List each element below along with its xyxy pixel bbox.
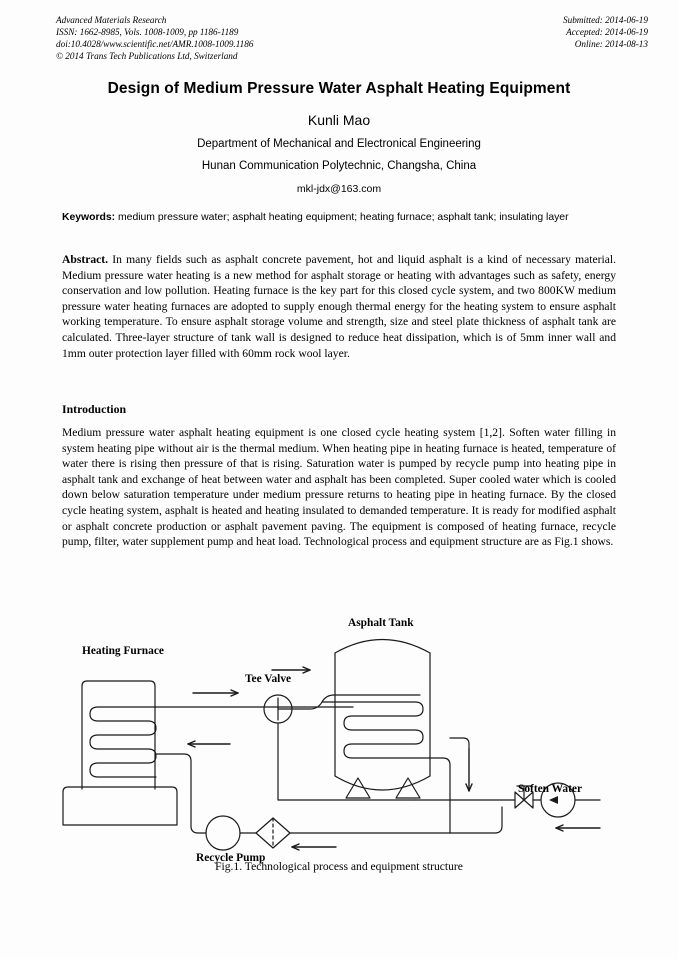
figure-1: Heating Furnace Asphalt Tank Tee Valve R… [0, 606, 678, 886]
journal-header-left: Advanced Materials Research ISSN: 1662-8… [56, 14, 253, 62]
section-heading-introduction: Introduction [62, 402, 127, 416]
figure-caption: Fig.1. Technological process and equipme… [215, 860, 463, 873]
label-tee-valve: Tee Valve [245, 673, 291, 685]
tank-dome-top [334, 639, 431, 654]
tee-valve-drop-leg [277, 722, 416, 801]
flow-arrow-return-left [291, 843, 337, 851]
abstract-block: Abstract. In many fields such as asphalt… [62, 252, 616, 361]
tank-leg-right [395, 777, 421, 799]
furnace-base [62, 786, 178, 826]
soften-water-valve-symbol [514, 791, 534, 809]
flow-arrow-supply [192, 689, 239, 697]
process-flow-diagram: Heating Furnace Asphalt Tank Tee Valve R… [62, 617, 601, 864]
keywords-block: Keywords: medium pressure water; asphalt… [62, 211, 616, 226]
furnace-top-left-corner [81, 680, 88, 687]
label-heating-furnace: Heating Furnace [82, 645, 164, 657]
page-title: Design of Medium Pressure Water Asphalt … [107, 80, 571, 97]
label-recycle-pump: Recycle Pump [196, 852, 265, 864]
flow-arrow-soften-water [555, 824, 601, 832]
furnace-heating-coil [89, 706, 157, 778]
return-riser-stub [449, 737, 470, 750]
label-soften-water: Soften Water [518, 783, 582, 795]
affiliation-institution: Hunan Communication Polytechnic, Changsh… [201, 160, 477, 172]
tank-leg-left [345, 777, 371, 799]
keywords-text: medium pressure water; asphalt heating e… [115, 212, 569, 223]
flow-arrow-tank-inlet [271, 666, 311, 674]
flow-arrow-return-down [465, 748, 473, 792]
journal-issn: ISSN: 1662-8985, Vols. 1008-1009, pp 118… [56, 27, 239, 38]
affiliation-department: Department of Mechanical and Electronica… [197, 138, 481, 150]
author-email: mkl-jdx@163.com [296, 183, 382, 195]
journal-copyright: © 2014 Trans Tech Publications Ltd, Swit… [56, 51, 238, 62]
journal-name: Advanced Materials Research [56, 15, 167, 25]
date-accepted: Accepted: 2014-06-19 [566, 27, 648, 38]
supplement-riser [449, 806, 503, 834]
filter-symbol [255, 817, 291, 849]
journal-header: Advanced Materials Research ISSN: 1662-8… [56, 14, 648, 62]
pump-suction-riser [155, 753, 207, 834]
tank-heating-coil [321, 701, 451, 834]
pump-direction-marker [549, 796, 558, 804]
author-name: Kunli Mao [307, 112, 371, 128]
journal-header-right: Submitted: 2014-06-19 Accepted: 2014-06-… [563, 14, 648, 50]
flow-arrow-furnace-return [187, 740, 231, 748]
recycle-pump-symbol [205, 815, 241, 851]
date-online: Online: 2014-08-13 [574, 39, 648, 50]
date-submitted: Submitted: 2014-06-19 [563, 15, 648, 25]
introduction-body: Medium pressure water asphalt heating eq… [62, 426, 616, 549]
tank-dished-bottom [334, 775, 431, 791]
abstract-label: Abstract. [62, 253, 109, 266]
furnace-top-wall [86, 680, 156, 790]
keywords-label: Keywords: [62, 212, 116, 223]
journal-doi: doi:10.4028/www.scientific.net/AMR.1008-… [56, 39, 254, 50]
label-asphalt-tank: Asphalt Tank [348, 617, 414, 629]
abstract-text: In many fields such as asphalt concrete … [62, 253, 616, 360]
